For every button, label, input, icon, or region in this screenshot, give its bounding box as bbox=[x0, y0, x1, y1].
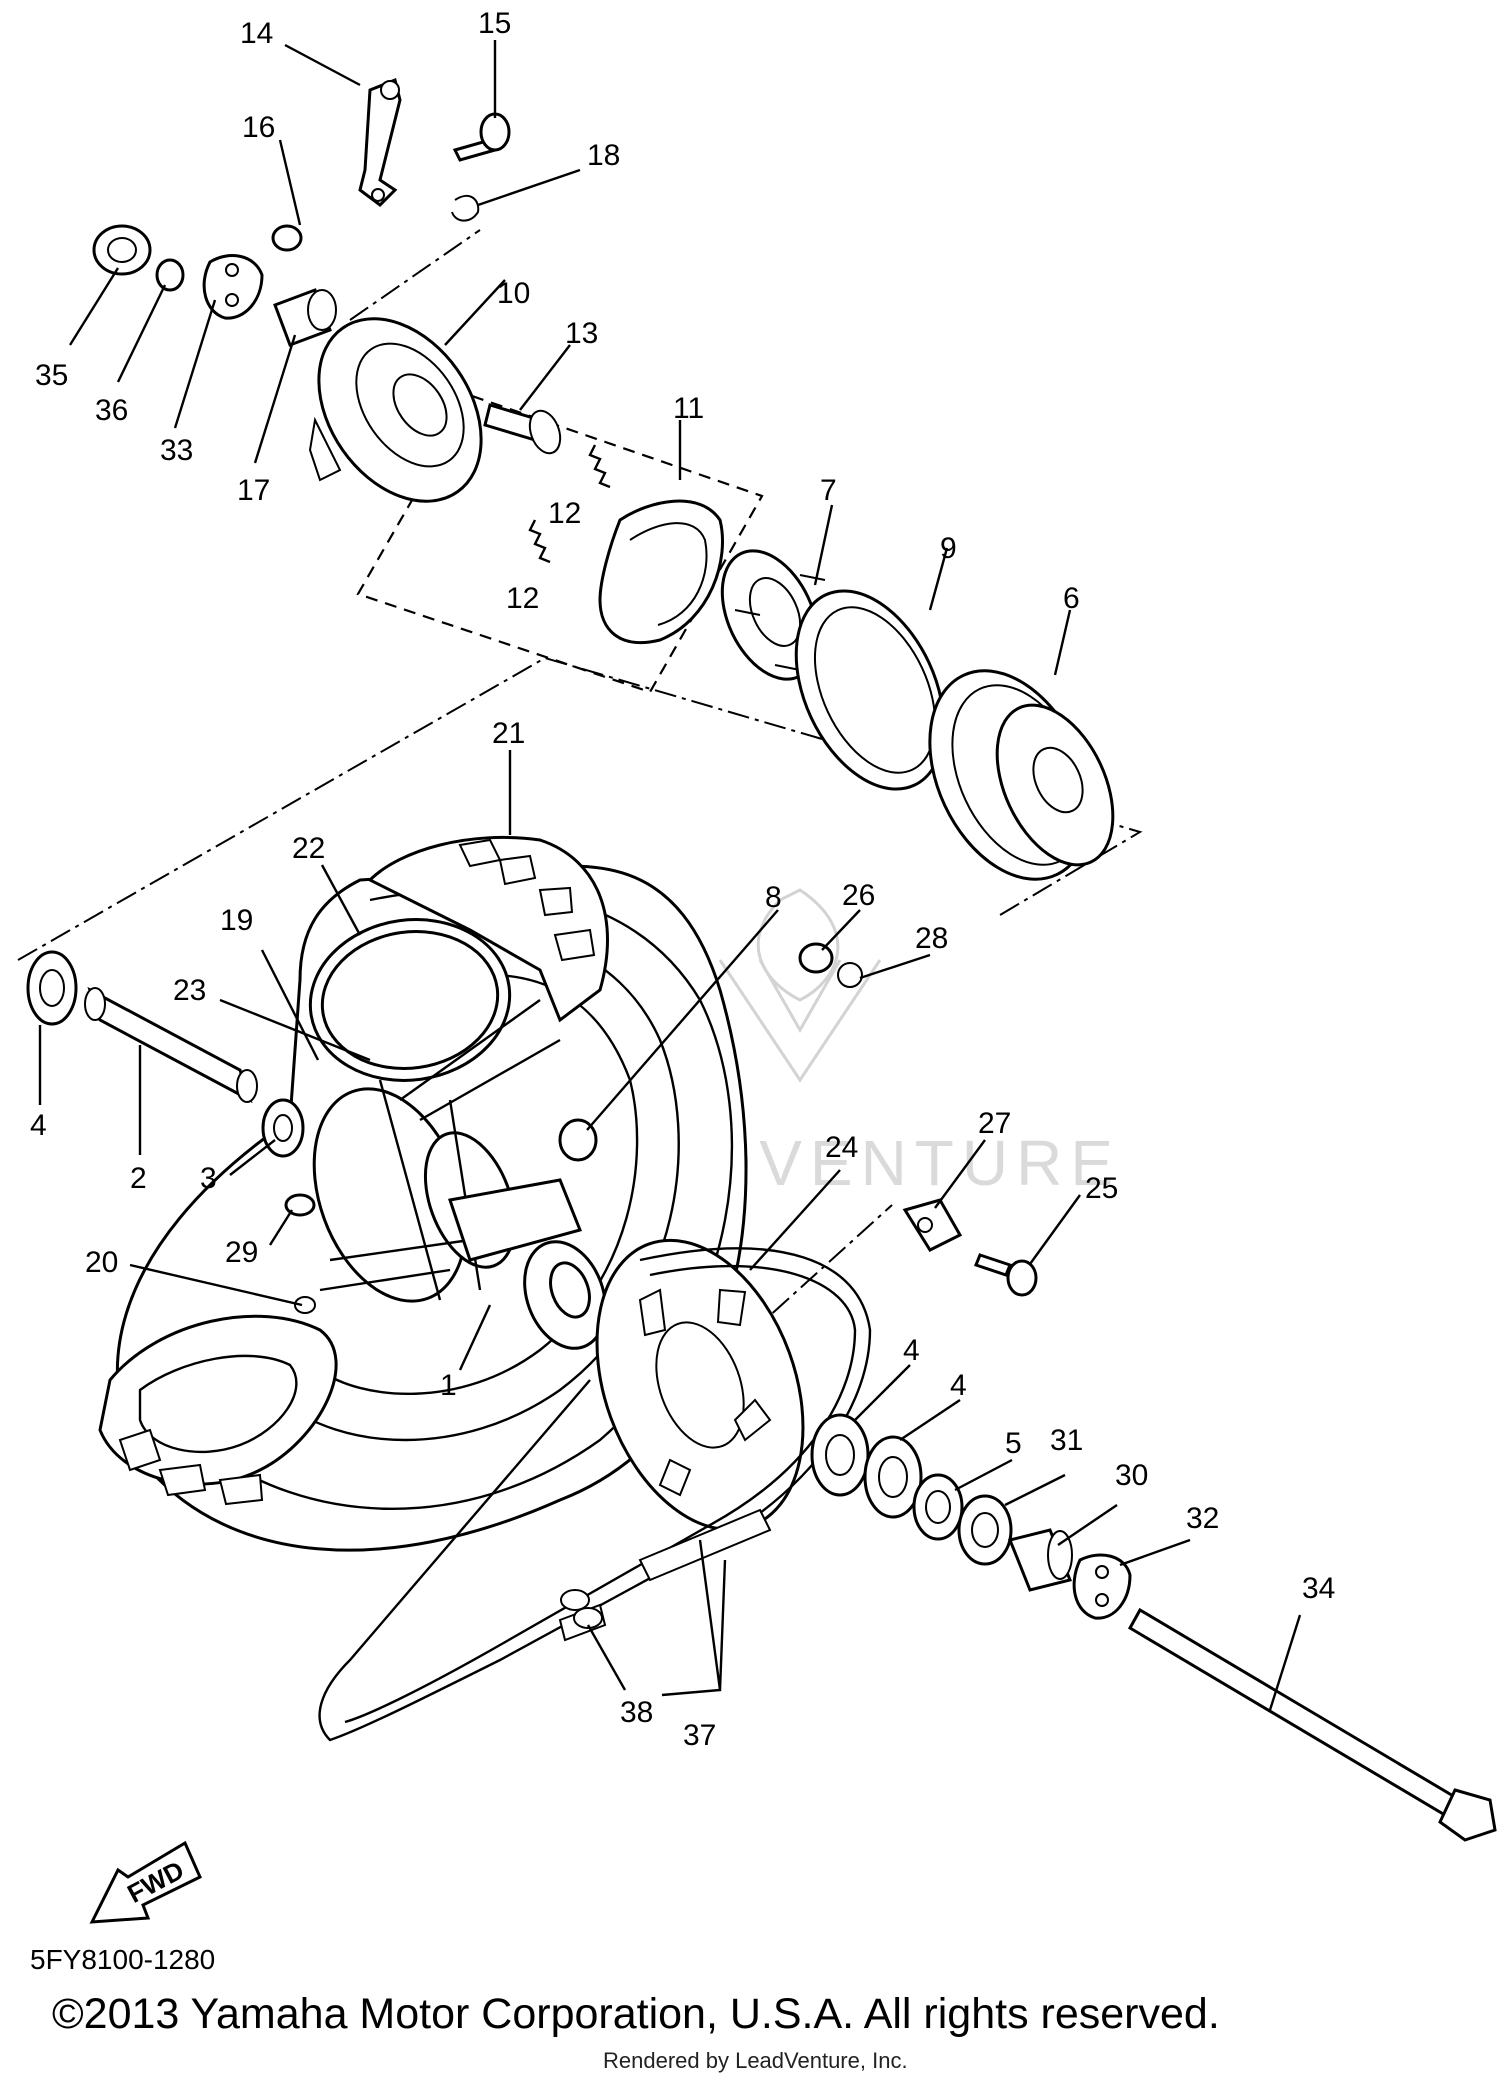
diagram-part-number: 5FY8100-1280 bbox=[30, 1944, 216, 1975]
callout-9: 9 bbox=[940, 532, 957, 565]
bolt-25 bbox=[974, 1253, 1038, 1297]
callout-29: 29 bbox=[225, 1236, 258, 1269]
callout-22: 22 bbox=[292, 832, 325, 865]
collar-17 bbox=[273, 288, 337, 347]
callout-7: 7 bbox=[820, 474, 837, 507]
bearing-4-right-2 bbox=[863, 1435, 923, 1519]
brake-drum-plate bbox=[720, 549, 826, 681]
brake-cam bbox=[483, 403, 562, 455]
copyright-notice: ©2013 Yamaha Motor Corporation, U.S.A. A… bbox=[52, 1990, 1220, 2038]
rear-axle-34 bbox=[1127, 1607, 1497, 1842]
callout-17: 17 bbox=[237, 474, 270, 507]
spacer-31 bbox=[957, 1494, 1013, 1566]
brake-shoe-group-box bbox=[356, 394, 764, 694]
callout-32: 32 bbox=[1186, 1502, 1219, 1535]
nut-16 bbox=[271, 224, 303, 252]
tire-cross-section bbox=[98, 1314, 338, 1506]
callout-25: 25 bbox=[1085, 1172, 1118, 1205]
callout-35: 35 bbox=[35, 359, 68, 392]
brake-lever bbox=[358, 77, 402, 207]
callout-4-left: 4 bbox=[30, 1109, 47, 1142]
washer-36 bbox=[155, 258, 185, 292]
circlip-18 bbox=[451, 194, 480, 222]
assembly-boundary-hub bbox=[349, 229, 481, 321]
callout-21: 21 bbox=[492, 717, 525, 750]
forward-arrow-icon: FWD bbox=[89, 1840, 202, 1924]
callout-2: 2 bbox=[130, 1162, 147, 1195]
callout-31: 31 bbox=[1050, 1424, 1083, 1457]
bearing-4-left bbox=[26, 950, 78, 1026]
spring-12-upper bbox=[588, 444, 611, 489]
callout-28: 28 bbox=[915, 922, 948, 955]
axle-nut bbox=[92, 224, 152, 276]
callout-20: 20 bbox=[85, 1246, 118, 1279]
rear-hub bbox=[448, 1178, 607, 1350]
brake-panel bbox=[308, 317, 483, 503]
drum-ring bbox=[794, 589, 946, 791]
callout-12-upper: 12 bbox=[548, 497, 581, 530]
spacer-2 bbox=[84, 986, 258, 1104]
collar-30 bbox=[1007, 1528, 1073, 1592]
callout-27: 27 bbox=[978, 1107, 1011, 1140]
callout-12-lower: 12 bbox=[506, 582, 539, 615]
master-link-38 bbox=[560, 1589, 603, 1629]
callout-37: 37 bbox=[683, 1719, 716, 1752]
callout-10: 10 bbox=[497, 277, 530, 310]
washer-28 bbox=[837, 962, 863, 988]
chain-puller-33 bbox=[202, 254, 264, 320]
chain-puller-32 bbox=[1072, 1553, 1132, 1620]
callout-24: 24 bbox=[825, 1131, 858, 1164]
callout-26: 26 bbox=[842, 879, 875, 912]
callout-34: 34 bbox=[1302, 1572, 1335, 1605]
callout-labels: 14 15 16 18 35 36 33 17 10 13 11 12 12 7… bbox=[30, 7, 1335, 1752]
callout-4-right-1: 4 bbox=[903, 1334, 920, 1367]
bearing-4-right-1 bbox=[810, 1413, 870, 1497]
chain-adjuster-27 bbox=[902, 1198, 963, 1252]
callout-33: 33 bbox=[160, 434, 193, 467]
tire-tread bbox=[367, 835, 609, 1023]
callout-13: 13 bbox=[565, 317, 598, 350]
callout-38: 38 bbox=[620, 1696, 653, 1729]
callout-36: 36 bbox=[95, 394, 128, 427]
callout-15: 15 bbox=[478, 7, 511, 40]
callout-30: 30 bbox=[1115, 1459, 1148, 1492]
callout-16: 16 bbox=[242, 111, 275, 144]
spring-12-lower bbox=[528, 519, 551, 564]
callout-5: 5 bbox=[1005, 1427, 1022, 1460]
hub-damper bbox=[928, 669, 1115, 881]
nut-26 bbox=[798, 942, 834, 974]
bolt-20 bbox=[294, 1296, 316, 1314]
bolt-15 bbox=[452, 112, 511, 162]
inner-tube bbox=[308, 918, 512, 1082]
callout-18: 18 bbox=[587, 139, 620, 172]
rear-sprocket bbox=[595, 1238, 805, 1532]
callout-1: 1 bbox=[440, 1369, 457, 1402]
leader-lines bbox=[38, 40, 1302, 1711]
callout-11: 11 bbox=[673, 392, 704, 425]
callout-19: 19 bbox=[220, 904, 253, 937]
callout-23: 23 bbox=[173, 974, 206, 1007]
callout-4-right-2: 4 bbox=[950, 1369, 967, 1402]
callout-6: 6 bbox=[1063, 582, 1080, 615]
rendered-by-credit: Rendered by LeadVenture, Inc. bbox=[603, 2048, 908, 2073]
oil-seal-5 bbox=[912, 1473, 964, 1541]
callout-3: 3 bbox=[200, 1162, 217, 1195]
callout-14: 14 bbox=[240, 17, 273, 50]
collar-3 bbox=[261, 1098, 305, 1158]
callout-8: 8 bbox=[765, 881, 782, 914]
spoke-nipple-29 bbox=[284, 1193, 316, 1217]
exploded-parts-diagram: LEADVENTURE bbox=[17, 7, 1497, 1924]
brake-shoe-assembly bbox=[598, 499, 724, 645]
